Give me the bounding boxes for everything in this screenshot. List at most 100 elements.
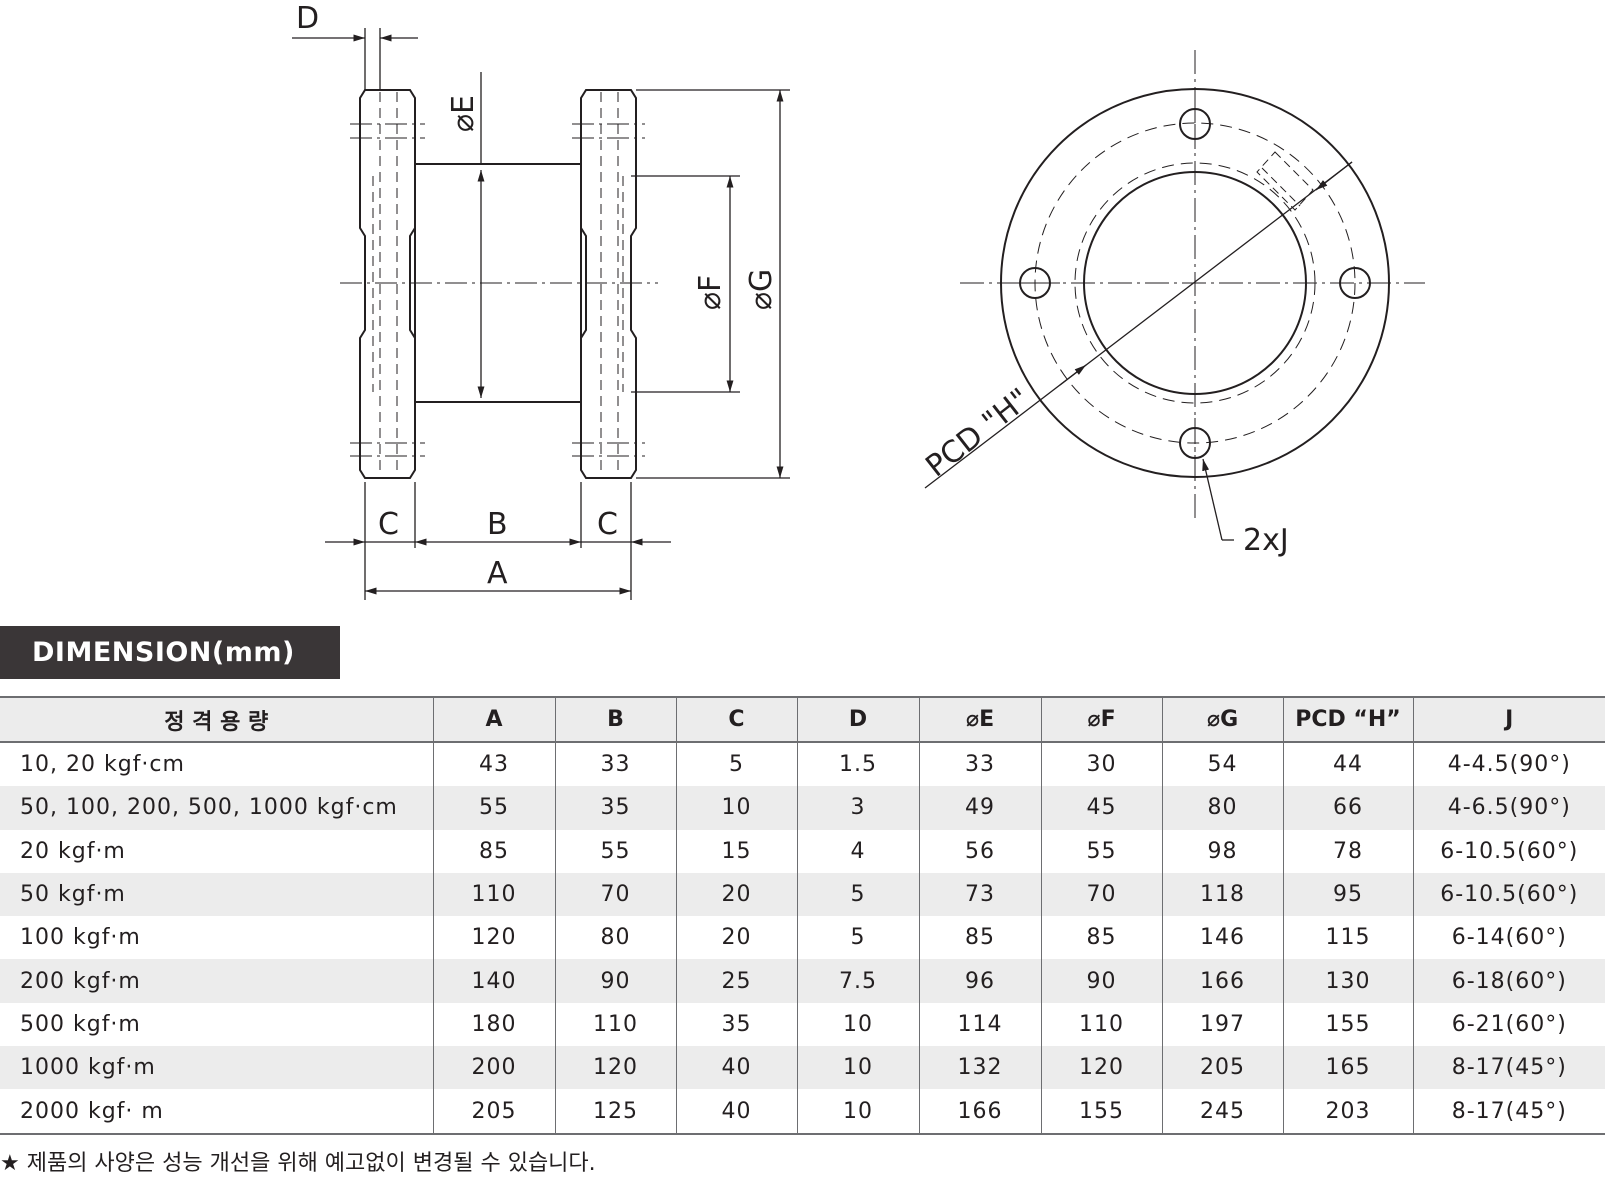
cell-b: 90 xyxy=(555,959,677,1003)
cell-d: 4 xyxy=(797,829,920,873)
cell-capacity: 50 kgf·m xyxy=(0,872,434,917)
cell-c: 40 xyxy=(676,1046,798,1090)
cell-j: 6-10.5(60°) xyxy=(1440,838,1579,864)
footnote: ★ 제품의 사양은 성능 개선을 위해 예고없이 변경될 수 있습니다. xyxy=(0,1151,596,1176)
header-j: J xyxy=(1413,696,1605,743)
header-pcd: PCD “H” xyxy=(1283,696,1414,743)
header-c: C xyxy=(676,696,798,743)
cell-f: 110 xyxy=(1041,1002,1163,1047)
cell-e: 33 xyxy=(919,742,1042,787)
cell-j: 6-10.5(60°) xyxy=(1413,872,1605,917)
label-holes: 2xJ xyxy=(1243,523,1289,558)
cell-b: 120 xyxy=(555,1046,677,1090)
cell-a: 200 xyxy=(433,1046,556,1090)
cell-f: 70 xyxy=(1041,872,1163,917)
cell-c: 10 xyxy=(676,786,798,830)
header-b: B xyxy=(555,696,677,743)
cell-capacity: 1000 kgf·m xyxy=(0,1046,434,1090)
cell-e: 114 xyxy=(919,1002,1042,1047)
label-f: ⌀F xyxy=(693,275,728,310)
cell-a: 85 xyxy=(433,829,556,873)
table-header-row: 정 격 용 량 A B C D ⌀E ⌀F ⌀G PCD “H” J xyxy=(0,696,1605,743)
cell-g: 205 xyxy=(1162,1046,1284,1090)
cell-capacity: 500 kgf·m xyxy=(0,1002,434,1047)
cell-f: 90 xyxy=(1041,959,1163,1003)
technical-drawing: D ⌀E ⌀F ⌀G C B C A PCD "H" 2xJ xyxy=(292,1,1425,600)
hidden-bolt-hole xyxy=(1256,151,1314,211)
cell-pcd: 203 xyxy=(1283,1089,1414,1135)
header-rated-capacity: 정 격 용 량 xyxy=(0,696,434,743)
cell-a: 120 xyxy=(433,916,556,960)
cell-b: 70 xyxy=(555,872,677,917)
label-e: ⌀E xyxy=(446,95,481,132)
cell-g: 118 xyxy=(1162,872,1284,917)
side-view-centerlines xyxy=(340,123,658,457)
left-flange xyxy=(359,89,416,479)
front-view-dimensions xyxy=(924,161,1353,541)
cell-j: 4-4.5(90°) xyxy=(1447,752,1571,778)
cell-e: 49 xyxy=(919,786,1042,830)
cell-capacity: 20 kgf·m xyxy=(0,829,434,873)
label-a: A xyxy=(487,556,508,591)
cell-a: 205 xyxy=(433,1089,556,1135)
cell-c: 25 xyxy=(676,959,798,1003)
cell-pcd: 78 xyxy=(1283,829,1414,873)
cell-pcd: 115 xyxy=(1283,916,1414,960)
label-c-right: C xyxy=(597,507,618,542)
cell-c: 35 xyxy=(676,1002,798,1047)
cell-f: 120 xyxy=(1041,1046,1163,1090)
cell-pcd: 44 xyxy=(1283,742,1414,787)
cell-c: 20 xyxy=(676,872,798,917)
cell-a: 140 xyxy=(433,959,556,1003)
cell-capacity: 200 kgf·m xyxy=(0,959,434,1003)
cell-capacity: 2000 kgf· m xyxy=(0,1089,434,1135)
cell-c: 40 xyxy=(676,1089,798,1135)
cell-b: 125 xyxy=(555,1089,677,1135)
cell-e: 56 xyxy=(919,829,1042,873)
cell-f: 55 xyxy=(1041,829,1163,873)
cell-e: 166 xyxy=(919,1089,1042,1135)
side-view xyxy=(359,89,637,479)
label-pcd: PCD "H" xyxy=(919,382,1037,485)
label-g: ⌀G xyxy=(744,269,779,310)
header-e: ⌀E xyxy=(919,696,1042,743)
cell-e: 96 xyxy=(919,959,1042,1003)
cell-pcd: 165 xyxy=(1283,1046,1414,1090)
label-c-left: C xyxy=(378,507,399,542)
label-b: B xyxy=(487,507,508,542)
cell-g: 146 xyxy=(1162,916,1284,960)
right-flange xyxy=(580,89,637,479)
side-view-hidden-lines xyxy=(372,92,624,476)
cell-f: 45 xyxy=(1041,786,1163,830)
header-g: ⌀G xyxy=(1162,696,1284,743)
dimension-table: 정 격 용 량 A B C D ⌀E ⌀F ⌀G PCD “H” J 10, 2… xyxy=(0,696,1605,1135)
cell-c: 15 xyxy=(676,829,798,873)
cell-pcd: 66 xyxy=(1283,786,1414,830)
cell-pcd: 130 xyxy=(1283,959,1414,1003)
cell-g: 80 xyxy=(1162,786,1284,830)
cell-j: 4-6.5(90°) xyxy=(1413,786,1605,830)
cell-e: 73 xyxy=(919,872,1042,917)
cell-f: 30 xyxy=(1041,742,1163,787)
cell-j: 6-18(60°) xyxy=(1413,959,1605,1003)
cell-d: 10 xyxy=(797,1089,920,1135)
cell-b: 33 xyxy=(555,742,677,787)
header-d: D xyxy=(797,696,920,743)
cell-pcd: 95 xyxy=(1283,872,1414,917)
header-f: ⌀F xyxy=(1041,696,1163,743)
cell-d: 3 xyxy=(797,786,920,830)
cell-b: 80 xyxy=(555,916,677,960)
header-a: A xyxy=(433,696,556,743)
cell-j: 8-17(45°) xyxy=(1413,1089,1605,1135)
cell-b: 110 xyxy=(555,1002,677,1047)
cell-f: 155 xyxy=(1041,1089,1163,1135)
cell-capacity: 10, 20 kgf·cm xyxy=(0,742,434,787)
cell-a: 43 xyxy=(433,742,556,787)
